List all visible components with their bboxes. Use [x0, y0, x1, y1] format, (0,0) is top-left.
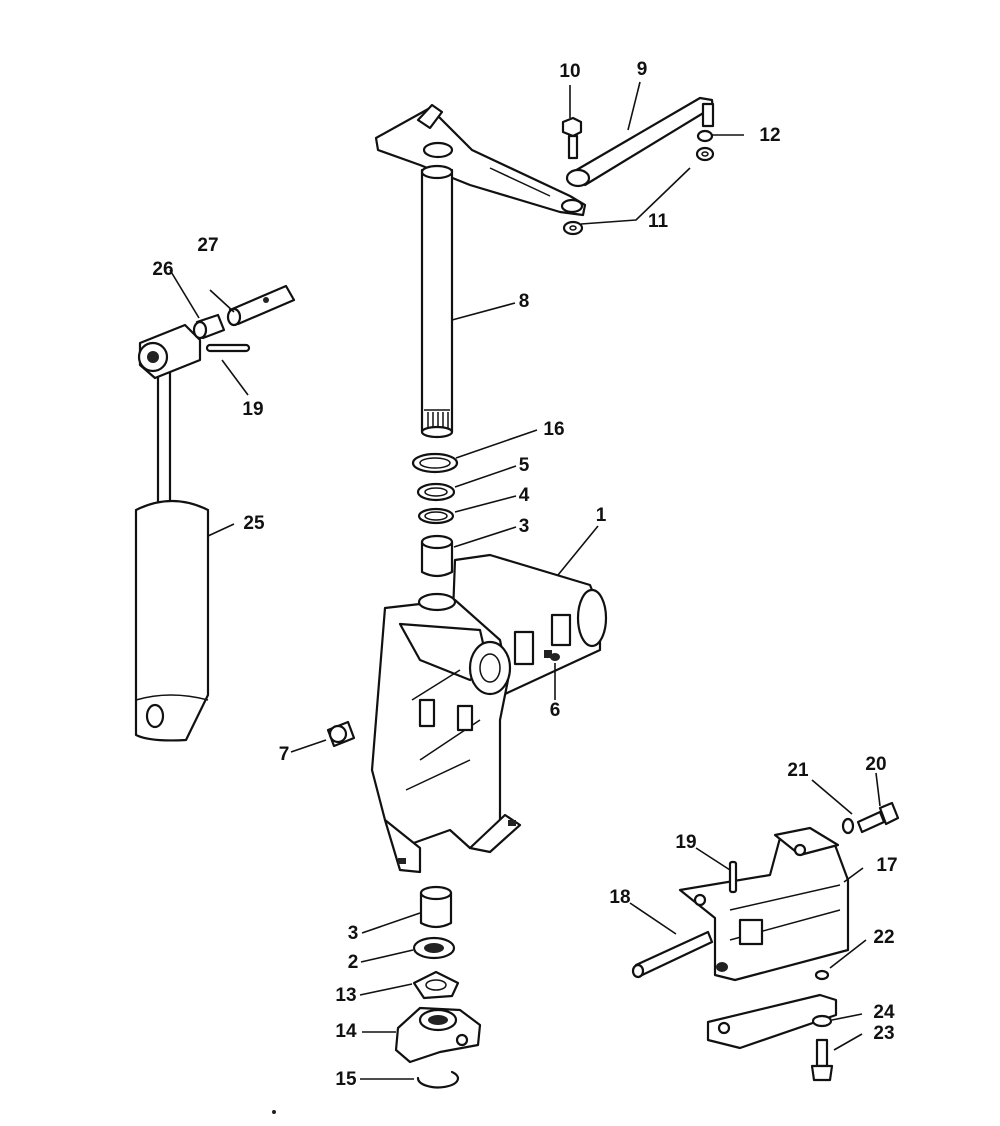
bolt-20 [856, 801, 900, 834]
callout-24: 24 [873, 1002, 895, 1023]
callout-19-upper: 19 [242, 399, 263, 420]
steering-shaft [420, 164, 454, 439]
spacer-13 [412, 970, 460, 1000]
bushing-3-upper [420, 534, 454, 578]
callout-8: 8 [519, 291, 530, 312]
callout-26: 26 [152, 259, 173, 280]
washer-12 [696, 129, 714, 143]
callout-3-lower: 3 [348, 923, 359, 944]
pin-19-lower [728, 860, 738, 894]
bolt-23 [810, 1038, 834, 1082]
callout-1: 1 [596, 505, 607, 526]
callout-9: 9 [637, 59, 648, 80]
pin-18 [631, 930, 714, 979]
callout-12: 12 [759, 125, 780, 146]
bushing-26 [192, 313, 226, 340]
nut-11-upper [695, 146, 715, 162]
retaining-ring-15 [416, 1070, 460, 1089]
callout-4: 4 [519, 485, 530, 506]
cotter-pin-19-upper [205, 343, 251, 353]
seal-5 [416, 482, 456, 502]
callout-10: 10 [559, 61, 580, 82]
steering-yoke-14 [394, 1006, 482, 1064]
swivel-bracket [370, 553, 608, 874]
plate-22 [706, 969, 838, 1050]
callout-19-lower: 19 [675, 832, 696, 853]
callout-7: 7 [279, 744, 290, 765]
bushing-7 [326, 720, 356, 748]
bushing-3-lower [419, 885, 453, 929]
callout-labels: 10 9 12 11 8 27 26 19 25 16 5 4 3 1 6 7 … [152, 59, 897, 1090]
bolt-10 [561, 116, 583, 160]
callout-25: 25 [243, 513, 265, 534]
callout-17: 17 [876, 855, 897, 876]
leader-lines [169, 81, 881, 1080]
steering-cylinder-25 [134, 323, 210, 742]
callout-13: 13 [335, 985, 356, 1006]
washer-24 [811, 1014, 833, 1028]
callout-14: 14 [335, 1021, 357, 1042]
stray-mark [272, 1110, 276, 1114]
callout-6: 6 [550, 700, 561, 721]
callout-11: 11 [648, 211, 669, 232]
callout-21: 21 [787, 760, 809, 781]
callout-16: 16 [543, 419, 564, 440]
pin-27 [226, 284, 296, 327]
callout-27: 27 [197, 235, 218, 256]
transom-bracket-17 [678, 826, 850, 982]
grease-fitting-6 [550, 653, 560, 661]
callout-20: 20 [865, 754, 886, 775]
washer-16 [411, 452, 459, 474]
callout-18: 18 [609, 887, 630, 908]
nut-11-lower [562, 220, 584, 236]
callout-15: 15 [335, 1069, 357, 1090]
callout-23: 23 [873, 1023, 894, 1044]
callout-2: 2 [348, 952, 359, 973]
link-rod [565, 96, 715, 188]
callout-22: 22 [873, 927, 894, 948]
steering-arm [374, 103, 587, 217]
callout-3-upper: 3 [519, 516, 530, 537]
callout-5: 5 [519, 455, 530, 476]
o-ring-4 [417, 507, 455, 525]
seal-2 [412, 936, 456, 960]
washer-21 [841, 817, 855, 835]
